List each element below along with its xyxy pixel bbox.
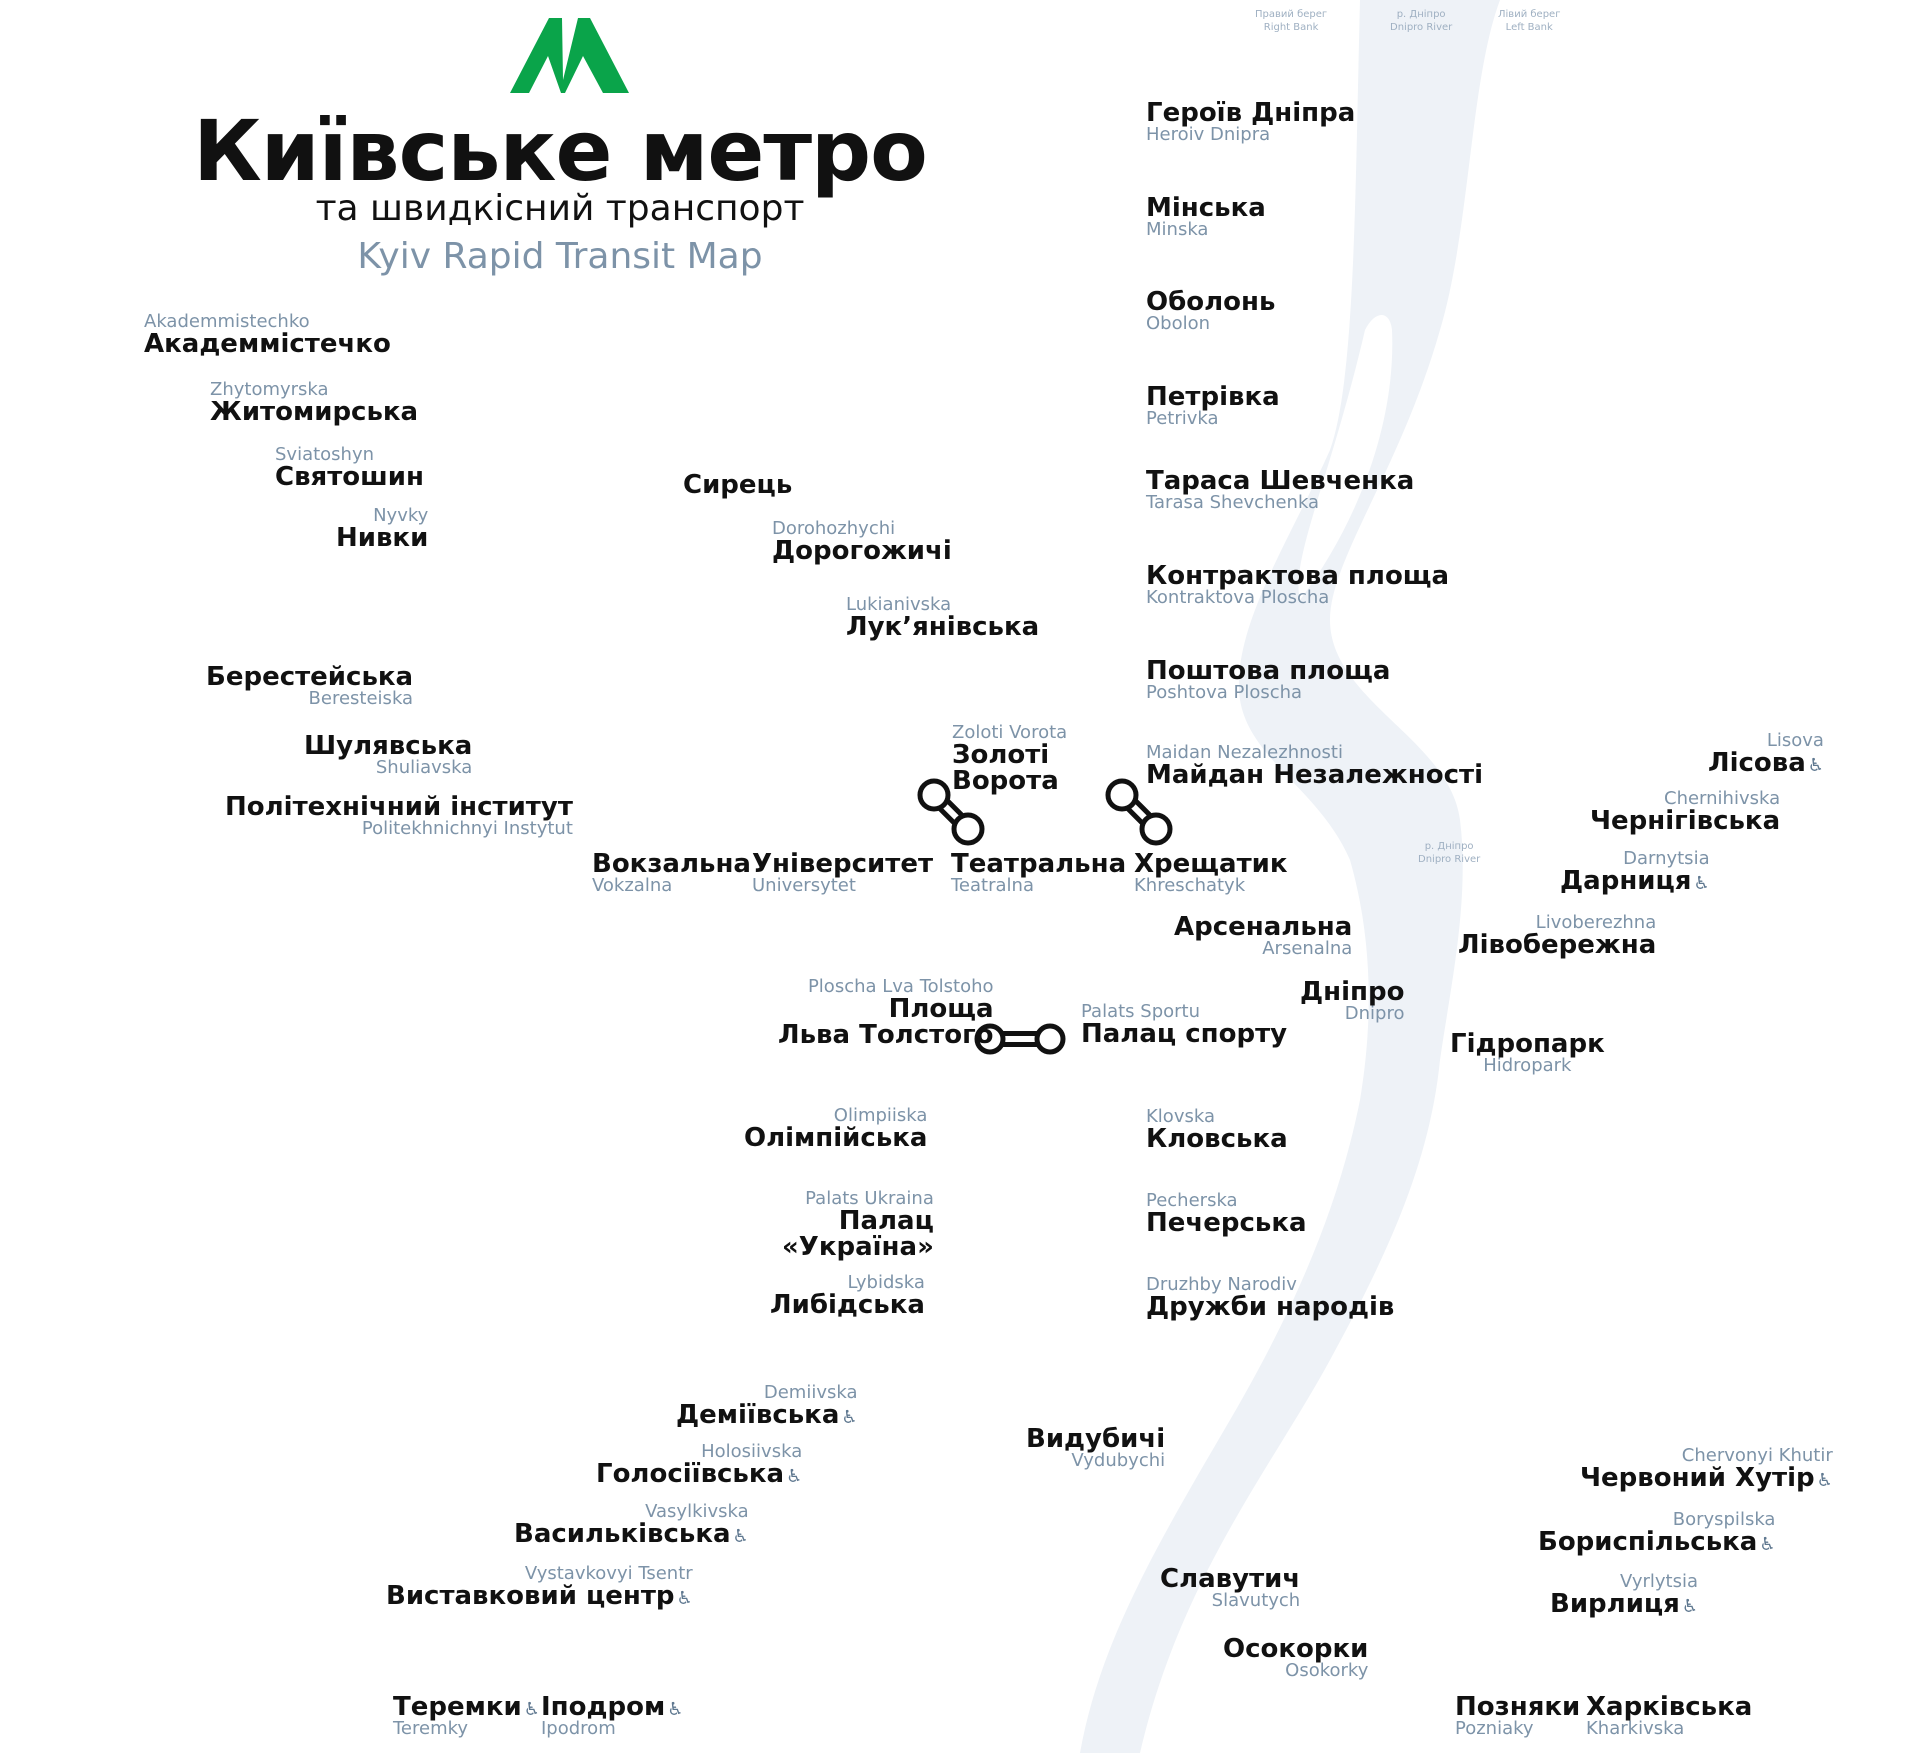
wheelchair-icon: ♿ (1693, 873, 1710, 894)
station-syrets[interactable]: Сирець (683, 470, 793, 500)
station-ipodrom[interactable]: Іподром♿Ipodrom (541, 1692, 684, 1739)
transfer-connector-icon (974, 1023, 1066, 1055)
page-subtitle-en: Kyiv Rapid Transit Map (357, 236, 763, 277)
metro-m-logo (510, 18, 629, 93)
wheelchair-icon: ♿ (676, 1588, 693, 1609)
hidropark-island (1496, 978, 1560, 1053)
wheelchair-icon: ♿ (841, 1407, 858, 1428)
transfer-connector-icon (917, 778, 985, 846)
dnipro-river (1080, 0, 1500, 1753)
page-title: Київське метро (193, 102, 928, 200)
wheelchair-icon: ♿ (1759, 1534, 1776, 1555)
wheelchair-icon: ♿ (1816, 1470, 1833, 1491)
transfer-connector-icon (1105, 778, 1173, 846)
wheelchair-icon: ♿ (667, 1699, 684, 1720)
wheelchair-icon: ♿ (732, 1526, 749, 1547)
wheelchair-icon: ♿ (1681, 1596, 1699, 1617)
station-teremky[interactable]: Теремки♿Teremky (393, 1692, 540, 1739)
wheelchair-icon: ♿ (523, 1699, 540, 1720)
trukhaniv-island (1298, 315, 1393, 600)
wheelchair-icon: ♿ (1807, 755, 1824, 776)
wheelchair-icon: ♿ (786, 1466, 803, 1487)
page-subtitle: та швидкісний транспорт (315, 188, 805, 229)
